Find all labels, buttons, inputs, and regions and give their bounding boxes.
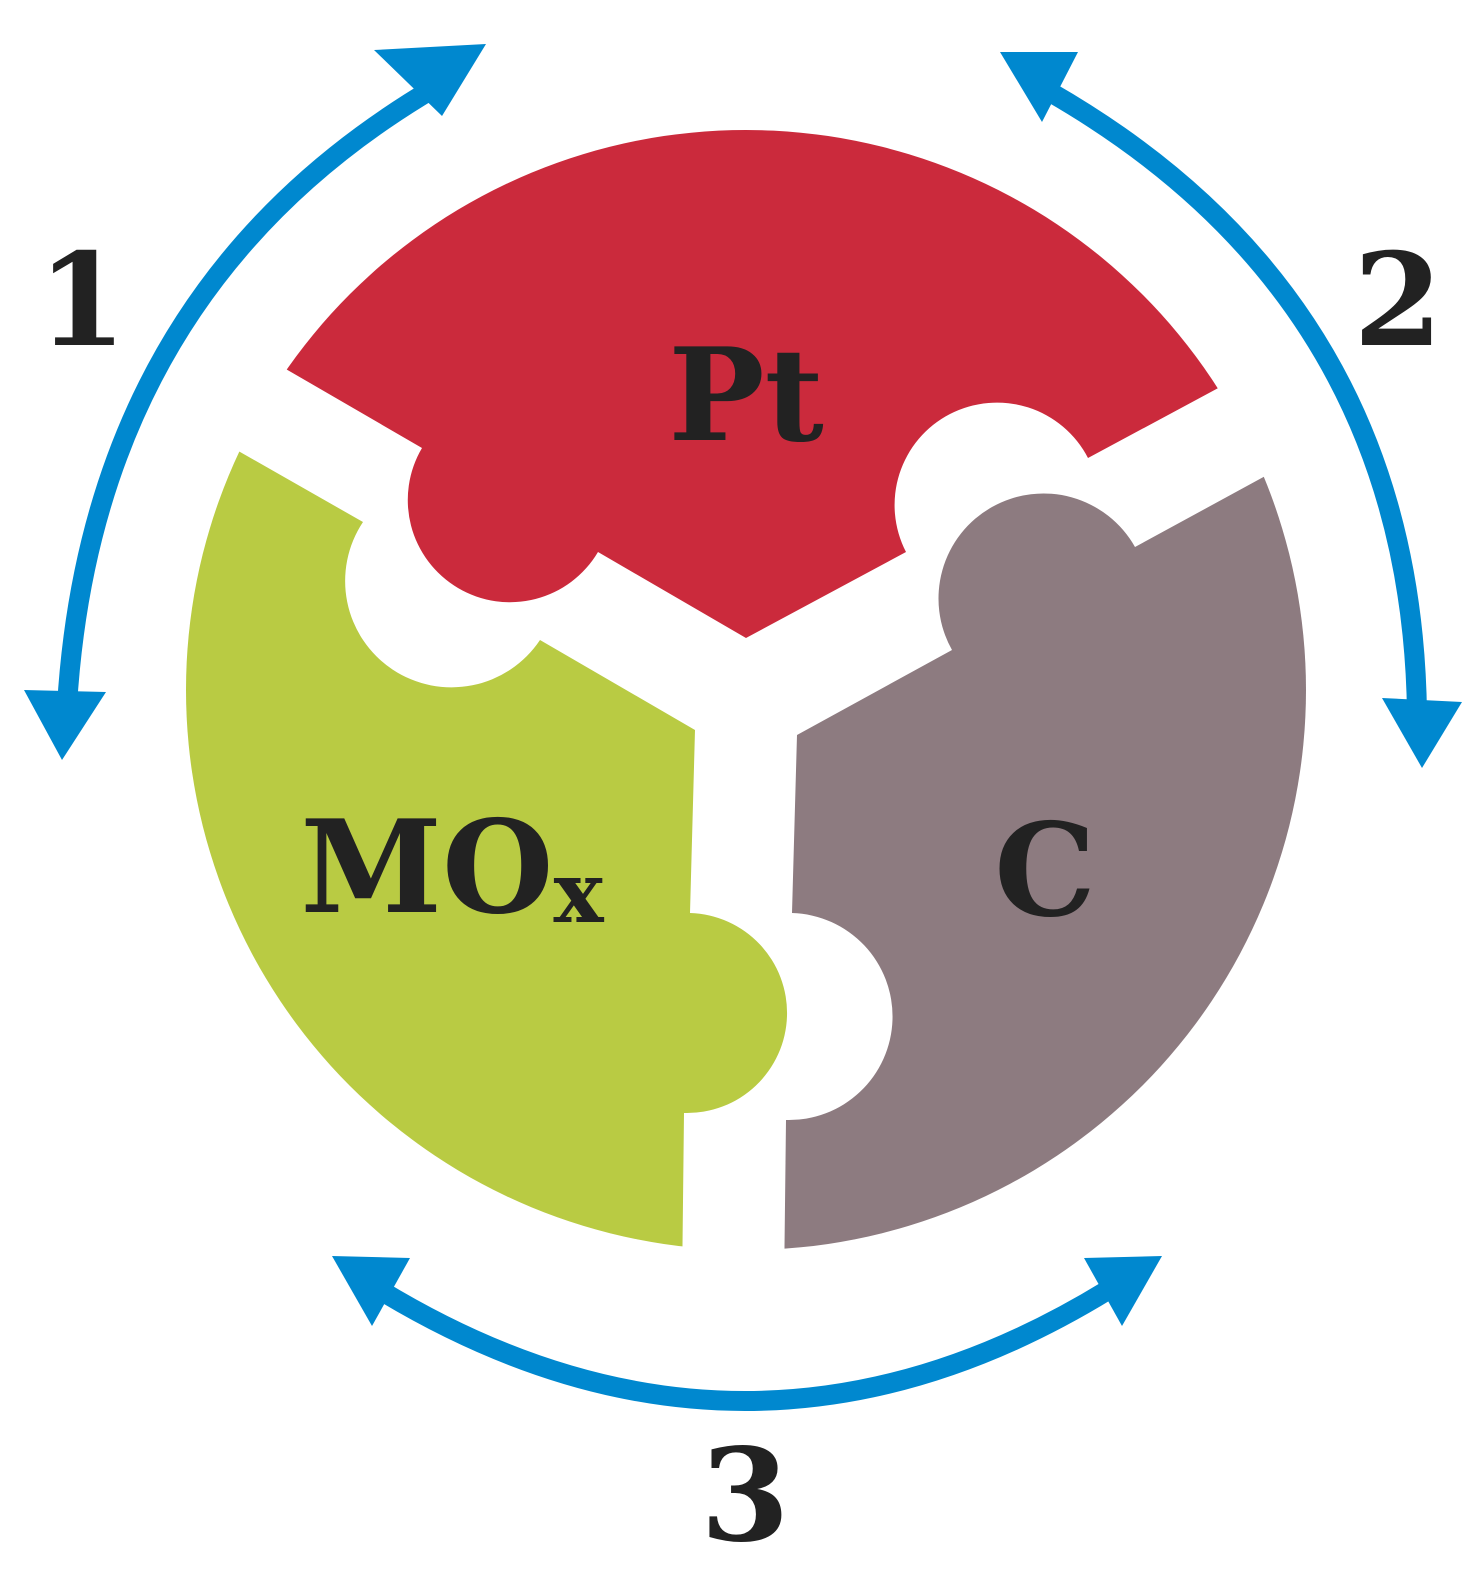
mox-label-main: MO [300, 793, 553, 943]
arrow-1-label: 1 [37, 226, 126, 376]
mox-label-subscript: x [554, 843, 605, 942]
arrow-3-arc [374, 1281, 1114, 1411]
c-label: C [994, 796, 1096, 946]
interaction-arrows [57, 79, 1427, 1411]
arrow-2-head-bottom [1382, 698, 1462, 768]
arrow-1-head-top [374, 44, 486, 116]
pt-puzzle-piece [260, 130, 1222, 638]
arrow-1-arc [57, 79, 440, 707]
arrow-2-arc [1045, 83, 1427, 715]
arrow-2-head-top [1000, 52, 1078, 122]
arrow-3-label: 3 [700, 1421, 789, 1571]
arrow-3-head-right [1084, 1256, 1162, 1326]
arrow-1-head-bottom [24, 690, 106, 760]
arrowheads [24, 44, 1462, 1326]
arrow-3-head-left [332, 1256, 410, 1326]
pt-label: Pt [668, 321, 823, 471]
puzzle-disc [186, 130, 1306, 1250]
arrow-2-label: 2 [1353, 226, 1442, 376]
mox-label: MOx [300, 793, 604, 943]
